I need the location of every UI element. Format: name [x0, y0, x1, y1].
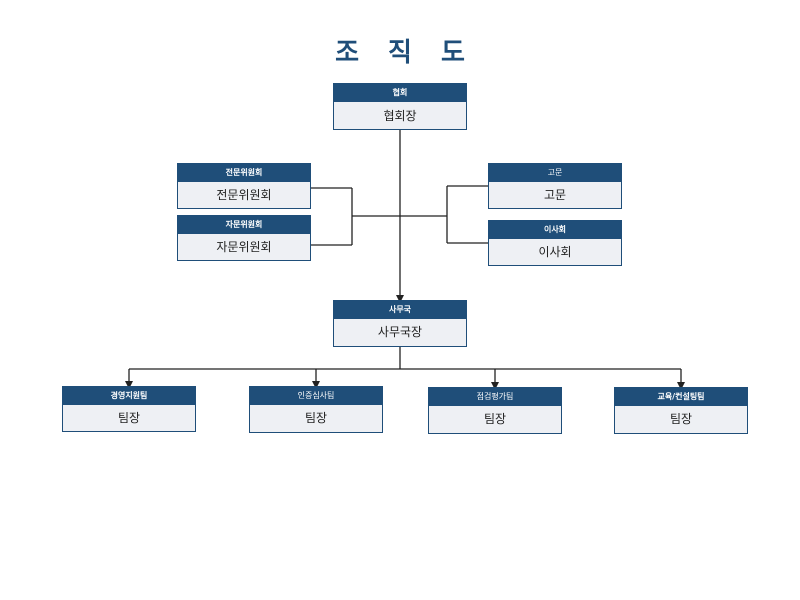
node-team-evaluation: 점검평가팀 팀장 — [428, 387, 562, 434]
node-board: 이사회 이사회 — [488, 220, 622, 266]
node-header: 고문 — [489, 164, 621, 182]
node-body: 팀장 — [483, 412, 507, 426]
node-advisor: 고문 고문 — [488, 163, 622, 209]
node-body: 고문 — [543, 188, 567, 202]
node-body: 협회장 — [383, 109, 417, 123]
node-body: 팀장 — [304, 411, 328, 425]
node-header: 교육/컨설팅팀 — [615, 388, 747, 406]
node-advisory-committee: 자문위원회 자문위원회 — [177, 215, 311, 261]
node-header: 인증심사팀 — [250, 387, 382, 405]
node-team-education: 교육/컨설팅팀 팀장 — [614, 387, 748, 434]
node-header: 이사회 — [489, 221, 621, 239]
node-header: 경영지원팀 — [63, 387, 195, 405]
node-header: 점검평가팀 — [429, 388, 561, 406]
node-header: 협회 — [334, 84, 466, 102]
node-team-certification: 인증심사팀 팀장 — [249, 386, 383, 433]
node-body: 전문위원회 — [216, 188, 272, 202]
node-header: 자문위원회 — [178, 216, 310, 234]
node-body: 자문위원회 — [216, 240, 272, 254]
node-body: 팀장 — [117, 411, 141, 425]
node-association: 협회 협회장 — [333, 83, 467, 130]
node-expert-committee: 전문위원회 전문위원회 — [177, 163, 311, 209]
node-header: 전문위원회 — [178, 164, 310, 182]
node-secretariat: 사무국 사무국장 — [333, 300, 467, 347]
node-body: 사무국장 — [377, 325, 423, 339]
node-header: 사무국 — [334, 301, 466, 319]
node-body: 팀장 — [669, 412, 693, 426]
node-body: 이사회 — [538, 245, 572, 259]
node-team-management: 경영지원팀 팀장 — [62, 386, 196, 432]
page-title: 조 직 도 — [335, 38, 475, 68]
